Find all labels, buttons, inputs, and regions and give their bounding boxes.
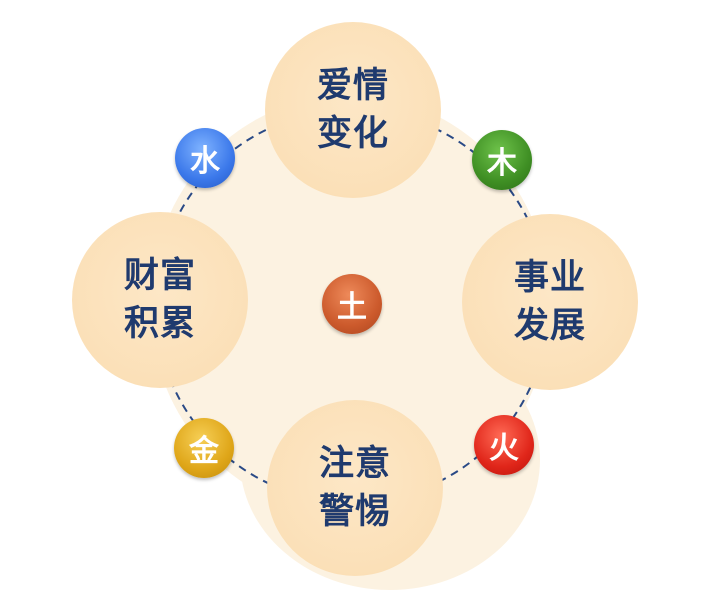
element-earth-badge: 土	[322, 274, 382, 334]
circle-love-line1: 爱情	[316, 65, 389, 106]
circle-wealth-line1: 财富	[123, 255, 196, 296]
element-fire-badge: 火	[474, 415, 534, 475]
element-metal-badge: 金	[174, 418, 234, 478]
circle-career: 事业 发展	[462, 214, 638, 390]
circle-career-line1: 事业	[513, 257, 586, 298]
circle-wealth: 财富 积累	[72, 212, 248, 388]
circle-caution-line1: 注意	[318, 443, 391, 484]
element-water-badge: 水	[175, 128, 235, 188]
circle-love: 爱情 变化	[265, 22, 441, 198]
circle-career-line2: 发展	[513, 305, 586, 346]
circle-caution-line2: 警惕	[318, 491, 391, 532]
circle-caution: 注意 警惕	[267, 400, 443, 576]
circle-wealth-line2: 积累	[123, 303, 196, 344]
circle-love-line2: 变化	[316, 113, 389, 154]
element-wood-badge: 木	[472, 130, 532, 190]
